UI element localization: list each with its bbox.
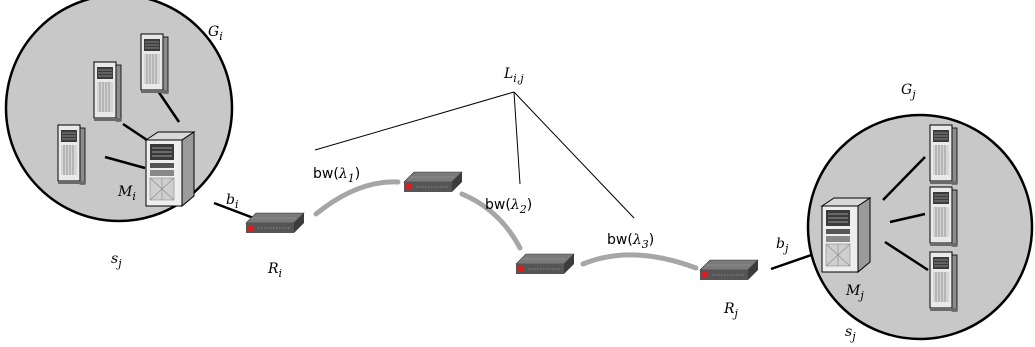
bw-lambda-3-label: bw(λ3)	[607, 232, 654, 251]
link-pointer	[513, 91, 635, 219]
conn-line	[889, 212, 926, 224]
router-icon-core-2	[515, 253, 575, 275]
link-pointer	[314, 91, 515, 151]
conn-line	[884, 240, 929, 272]
router-icon-r-i	[245, 212, 305, 234]
site-left-label: sj	[111, 251, 122, 270]
master-i-label: Mi	[117, 184, 136, 203]
site-right-label: sj	[845, 324, 856, 343]
router-i-label: Ri	[267, 261, 282, 280]
lightpath-2	[459, 191, 523, 251]
conn-line	[104, 155, 146, 170]
server-tower-icon	[929, 186, 958, 247]
site-g-j: Gj Mj	[806, 82, 1034, 341]
master-server-icon	[820, 197, 872, 274]
site-g-i: Gi Mi	[4, 0, 234, 223]
bw-lambda-2-label: bw(λ2)	[485, 197, 532, 216]
server-tower-icon	[929, 251, 958, 312]
conn-line	[154, 87, 181, 123]
site-g-j-circle	[806, 113, 1034, 341]
router-icon-r-j	[699, 259, 759, 281]
master-j-label: Mj	[845, 283, 864, 302]
link-pointer	[513, 91, 521, 185]
link-label: Li,j	[503, 66, 524, 85]
master-server-icon	[144, 131, 196, 208]
conn-line	[122, 122, 151, 144]
router-icon-core-1	[403, 171, 463, 193]
server-tower-icon	[929, 124, 958, 185]
lightpath-1	[313, 179, 401, 217]
server-tower-icon	[57, 124, 86, 185]
access-j-label: bj	[776, 236, 789, 255]
conn-line	[882, 156, 926, 201]
group-i-label: Gi	[208, 24, 223, 43]
router-j-label: Rj	[723, 301, 739, 320]
server-tower-icon	[93, 61, 122, 122]
bw-lambda-1-label: bw(λ1)	[313, 166, 360, 185]
access-i-label: bi	[226, 192, 239, 211]
lightpath-3	[580, 252, 699, 271]
server-tower-icon	[140, 33, 169, 94]
group-j-label: Gj	[901, 82, 916, 101]
